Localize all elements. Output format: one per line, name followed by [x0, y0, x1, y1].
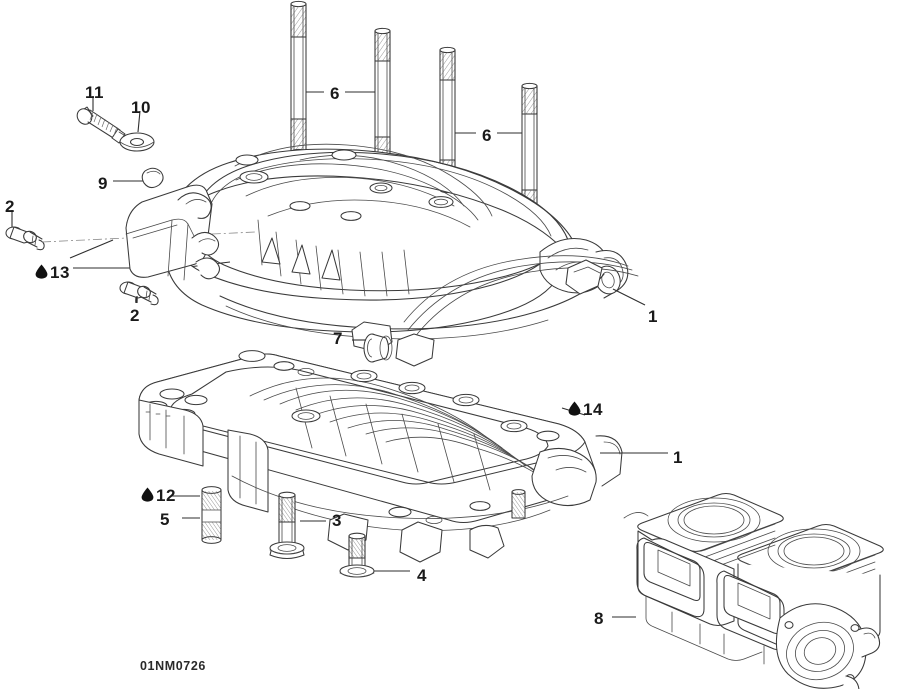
callout-1a[interactable]: 1	[648, 308, 658, 325]
callout-label: 4	[417, 566, 427, 585]
callout-2a[interactable]: 2	[5, 198, 15, 215]
callout-label: 12	[156, 486, 176, 505]
callout-label: 1	[673, 448, 683, 467]
callout-3[interactable]: 3	[332, 512, 342, 529]
callout-6b[interactable]: 6	[482, 127, 492, 144]
callout-1b[interactable]: 1	[673, 449, 683, 466]
callout-label: 1	[648, 307, 658, 326]
cylinder-block-assembly-art	[623, 492, 884, 689]
callout-label: 6	[330, 84, 340, 103]
crankcase-stud-right	[511, 489, 526, 519]
callout-6a[interactable]: 6	[330, 85, 340, 102]
callout-4[interactable]: 4	[417, 567, 427, 584]
figure-code: 01NM0726	[140, 659, 206, 673]
callout-label: 11	[85, 83, 104, 102]
callout-label: 8	[594, 609, 604, 628]
dowel-pin-lower	[119, 281, 159, 306]
callout-label: 2	[130, 306, 140, 325]
flange-screw-part	[76, 106, 126, 144]
crankcase-upper-half-art	[125, 143, 639, 367]
flange-bolt-long-part	[269, 491, 305, 560]
sealant-droplet-icon	[35, 264, 48, 282]
leader-1a	[612, 288, 646, 306]
callout-10[interactable]: 10	[131, 99, 151, 116]
callout-5[interactable]: 5	[160, 511, 170, 528]
cylinder-stud-1	[290, 0, 307, 156]
callout-11[interactable]: 11	[85, 84, 104, 101]
flange-bolt-short-part	[339, 532, 375, 578]
bolt-bosses-upper	[235, 149, 454, 221]
callout-label: 6	[482, 126, 492, 145]
callout-14[interactable]: 14	[568, 401, 603, 419]
callout-12[interactable]: 12	[141, 487, 176, 505]
bearing-bushing-part	[363, 333, 393, 363]
cylinder-stud-2	[374, 27, 391, 170]
sealant-droplet-icon	[568, 401, 581, 419]
callout-label: 7	[333, 329, 343, 348]
callout-label: 10	[131, 98, 151, 117]
callout-7[interactable]: 7	[333, 330, 343, 347]
flat-washer-part	[119, 132, 155, 152]
leader-13-pin	[69, 239, 114, 259]
callout-2b[interactable]: 2	[130, 307, 140, 324]
crankcase-lower-half-art	[138, 350, 623, 563]
crankcase-stud-short-part	[201, 486, 222, 544]
callout-label: 13	[50, 263, 70, 282]
oil-plug-cap-part	[141, 167, 164, 189]
callout-label: 2	[5, 197, 15, 216]
dowel-pin-upper	[5, 226, 45, 251]
callout-9[interactable]: 9	[98, 175, 108, 192]
sealant-droplet-icon	[141, 487, 154, 505]
callout-label: 9	[98, 174, 108, 193]
callout-13[interactable]: 13	[35, 264, 70, 282]
callout-label: 5	[160, 510, 170, 529]
leader-10	[137, 110, 141, 133]
callout-label: 3	[332, 511, 342, 530]
callout-8[interactable]: 8	[594, 610, 604, 627]
callout-label: 14	[583, 400, 603, 419]
